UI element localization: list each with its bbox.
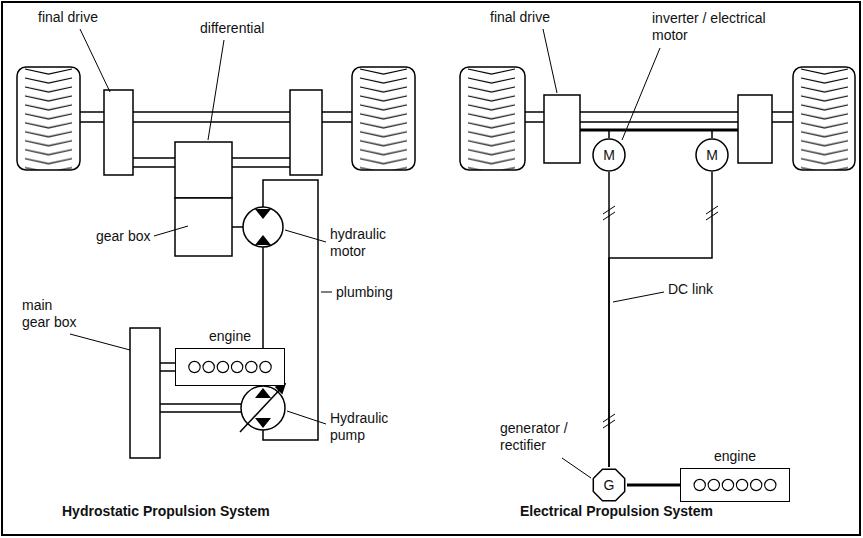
cylinder bbox=[203, 361, 214, 372]
main-gear-box bbox=[130, 328, 160, 458]
leader-line bbox=[543, 29, 664, 478]
cylinder bbox=[736, 479, 747, 490]
part-label: DC link bbox=[668, 281, 713, 298]
symbol-letter: G bbox=[604, 477, 615, 493]
tire bbox=[793, 67, 855, 170]
engine-box: engine bbox=[680, 468, 790, 502]
final-drive-box bbox=[738, 95, 772, 163]
part-label: plumbing bbox=[336, 284, 393, 301]
engine-label: engine bbox=[714, 448, 756, 465]
hydraulic-motor-symbol bbox=[243, 207, 283, 247]
differential-box bbox=[175, 142, 232, 198]
pump-shaft bbox=[160, 404, 241, 412]
cylinder bbox=[751, 479, 762, 490]
motor-symbol: M bbox=[592, 138, 626, 172]
dc-link-wire bbox=[609, 172, 712, 467]
part-label: final drive bbox=[38, 9, 98, 26]
cylinder bbox=[765, 479, 776, 490]
cylinder bbox=[722, 479, 733, 490]
engine-box: engine bbox=[175, 348, 285, 386]
symbol-letter: M bbox=[603, 147, 615, 163]
part-label: Hydraulic pump bbox=[330, 410, 402, 444]
final-drive-box bbox=[290, 90, 322, 175]
part-label: inverter / electrical motor bbox=[652, 10, 774, 44]
panel-title: Hydrostatic Propulsion System bbox=[62, 503, 270, 520]
cylinder bbox=[260, 361, 271, 372]
generator-symbol: G bbox=[591, 467, 627, 503]
motor-symbol: M bbox=[695, 138, 729, 172]
panel-title: Electrical Propulsion System bbox=[520, 503, 713, 520]
hydraulic-pump-symbol bbox=[240, 384, 285, 432]
part-label: generator / rectifier bbox=[500, 420, 585, 454]
engine-shaft bbox=[160, 363, 175, 371]
tire bbox=[352, 67, 415, 170]
part-label: hydraulic motor bbox=[330, 226, 405, 260]
symbol-letter: M bbox=[706, 147, 718, 163]
part-label: main gear box bbox=[22, 297, 84, 331]
cylinder bbox=[217, 361, 228, 372]
cylinder bbox=[694, 479, 705, 490]
cylinder bbox=[708, 479, 719, 490]
tire bbox=[17, 67, 80, 170]
node-outline bbox=[681, 469, 789, 501]
drive-shaft bbox=[627, 484, 680, 487]
leader-line bbox=[70, 29, 332, 424]
cylinder bbox=[246, 361, 257, 372]
shaft bbox=[232, 226, 243, 228]
node-outline bbox=[176, 349, 284, 385]
part-label: differential bbox=[200, 20, 264, 37]
cylinder bbox=[189, 361, 200, 372]
tire bbox=[460, 67, 525, 170]
final-drive-box bbox=[544, 95, 580, 163]
part-label: gear box bbox=[96, 228, 150, 245]
phase-mark bbox=[603, 206, 718, 428]
part-label: final drive bbox=[490, 9, 550, 26]
final-drive-box bbox=[104, 90, 133, 175]
cylinder bbox=[231, 361, 242, 372]
engine-label: engine bbox=[209, 328, 251, 345]
